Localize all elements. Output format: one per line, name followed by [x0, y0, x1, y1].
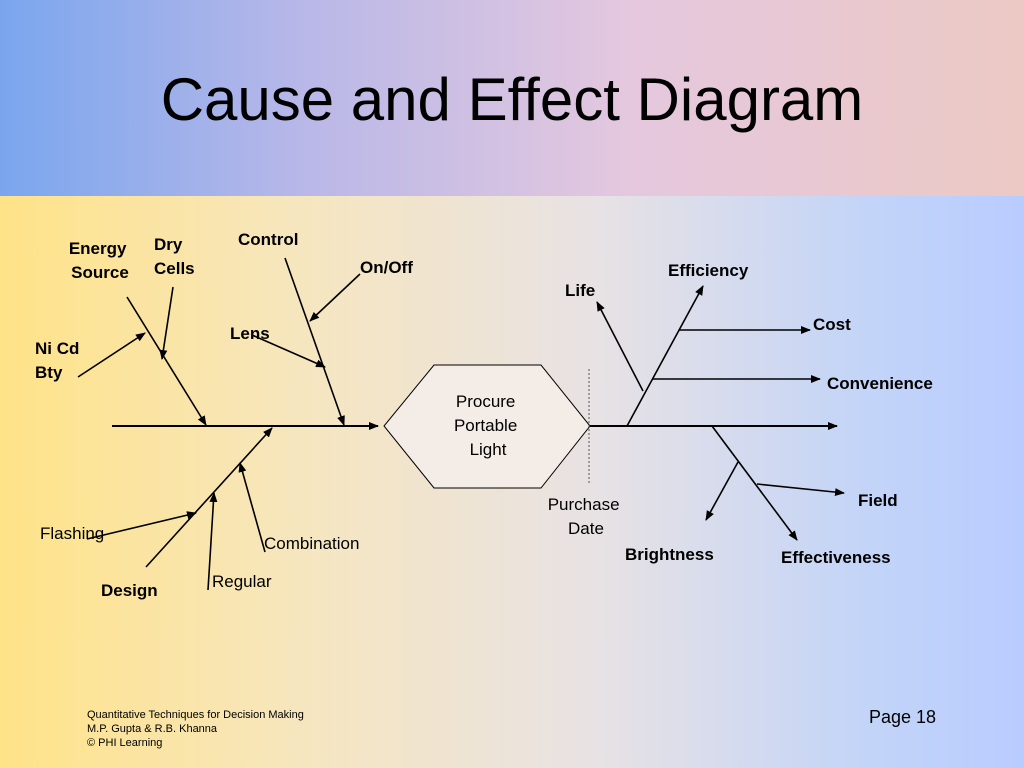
footer-line-3: © PHI Learning	[87, 737, 163, 749]
label-design: Design	[101, 581, 158, 600]
label-convenience: Convenience	[827, 374, 933, 393]
slide-title: Cause and Effect Diagram	[160, 66, 864, 133]
label-combination: Combination	[264, 534, 359, 553]
label-cost: Cost	[813, 315, 851, 334]
label-on-off: On/Off	[360, 258, 413, 277]
label-field: Field	[858, 491, 898, 510]
label-efficiency: Efficiency	[668, 261, 749, 280]
bone-energy-source	[126, 296, 207, 426]
bone-design	[145, 427, 273, 568]
bone-efficiency	[626, 285, 704, 427]
title-band	[0, 0, 1024, 196]
label-flashing: Flashing	[40, 524, 104, 543]
label-effectiveness: Effectiveness	[781, 548, 891, 567]
page-number: Page 18	[868, 707, 936, 727]
bone-effectiveness	[711, 425, 798, 541]
bone-on-off	[309, 273, 361, 322]
bone-flashing	[86, 511, 197, 540]
bone-life	[596, 301, 644, 392]
footer-line-1: Quantitative Techniques for Decision Mak…	[87, 709, 304, 721]
bone-ni-cd	[77, 332, 146, 378]
bone-regular	[207, 492, 218, 591]
effect-hexagon	[383, 364, 591, 489]
label-brightness: Brightness	[625, 545, 714, 564]
bone-brightness	[705, 461, 739, 521]
label-ni-cd: Ni Cd Bty	[35, 339, 84, 382]
footer-line-2: M.P. Gupta & R.B. Khanna	[87, 723, 218, 735]
bone-lens	[251, 334, 326, 368]
effect-label: Procure Portable Light	[454, 392, 522, 459]
bone-control	[284, 257, 345, 426]
label-lens: Lens	[230, 324, 270, 343]
label-energy-source: Energy Source	[69, 239, 131, 282]
footer-credits: Quantitative Techniques for Decision Mak…	[87, 708, 304, 750]
label-control: Control	[238, 230, 298, 249]
label-regular: Regular	[212, 572, 272, 591]
bone-dry-cells	[159, 286, 174, 360]
bone-field	[756, 483, 845, 497]
bone-combination	[238, 462, 266, 553]
label-dry-cells: Dry Cells	[154, 235, 195, 278]
purchase-date-label: Purchase Date	[548, 495, 625, 538]
label-life: Life	[565, 281, 595, 300]
